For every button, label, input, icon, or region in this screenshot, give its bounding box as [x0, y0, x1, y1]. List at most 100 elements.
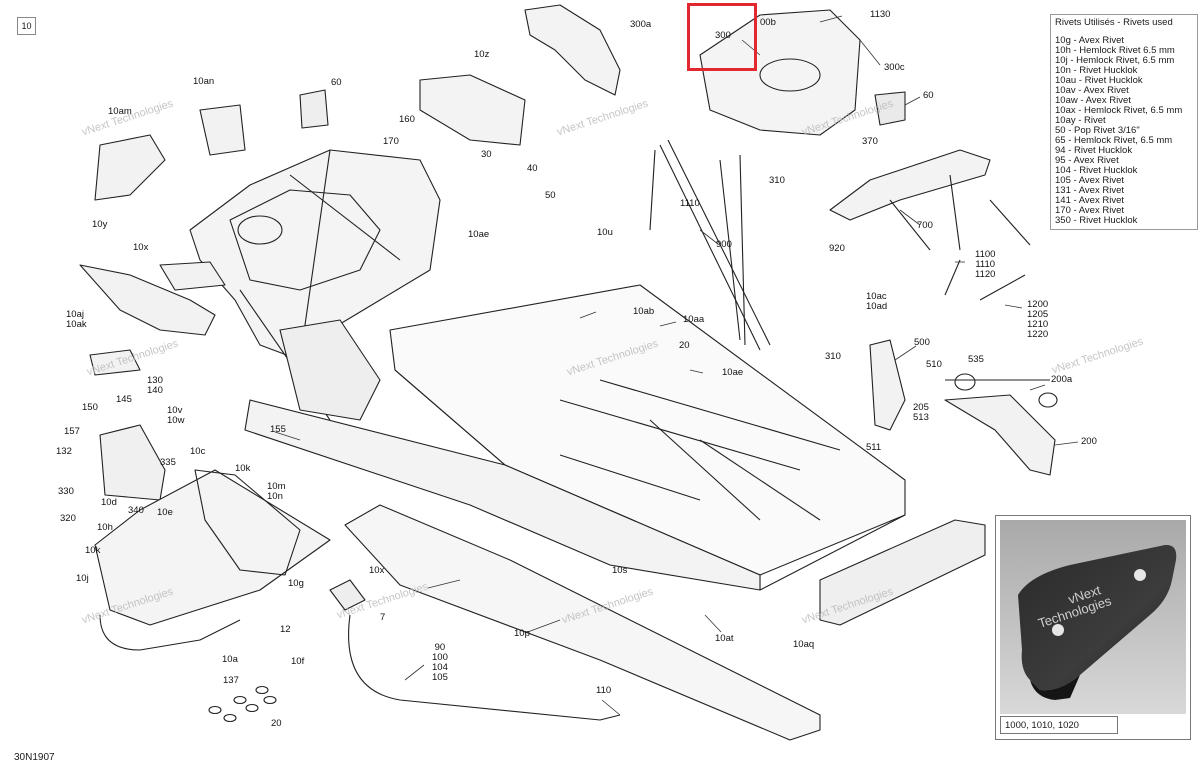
callout-170[interactable]: 170 — [383, 136, 399, 147]
callout-10e[interactable]: 10e — [157, 507, 173, 518]
callout-310-rear[interactable]: 310 — [825, 351, 841, 362]
callout-150[interactable]: 150 — [82, 402, 98, 413]
rivet-legend-item: 350 - Rivet Hucklok — [1055, 215, 1138, 226]
callout-10h[interactable]: 10h — [97, 522, 113, 533]
callout-10f[interactable]: 10f — [291, 656, 305, 667]
callout-10s[interactable]: 10s — [612, 565, 628, 576]
callout-50[interactable]: 50 — [545, 190, 556, 201]
highlighted-part-300[interactable]: 300 — [687, 3, 757, 71]
callout-10a[interactable]: 10a — [222, 654, 238, 665]
rear-arms — [869, 339, 1058, 476]
callout-10ad[interactable]: 10ad — [866, 301, 888, 312]
callout-10w[interactable]: 10w — [167, 415, 185, 426]
callout-510[interactable]: 510 — [926, 359, 942, 370]
callout-10x-lower[interactable]: 10x — [369, 565, 385, 576]
callout-10at[interactable]: 10at — [715, 633, 734, 644]
callout-10y[interactable]: 10y — [92, 219, 108, 230]
callout-200a[interactable]: 200a — [1051, 374, 1073, 385]
inset-photo-panel: vNext Technologies 1000, 1010, 1020 — [995, 515, 1191, 740]
callout-10m[interactable]: 10m — [267, 481, 286, 492]
callout-10x[interactable]: 10x — [133, 242, 149, 253]
callout-10n[interactable]: 10n — [267, 491, 283, 502]
callout-145[interactable]: 145 — [116, 394, 132, 405]
rivet-legend-item: 50 - Pop Rivet 3/16" — [1055, 125, 1140, 136]
callout-10ae[interactable]: 10ae — [468, 229, 490, 240]
rivet-legend-item: 10ay - Rivet — [1055, 115, 1106, 126]
callout-10z[interactable]: 10z — [474, 49, 490, 60]
callout-920[interactable]: 920 — [829, 243, 845, 254]
figure-id: 30N1907 — [14, 752, 55, 763]
callout-10am[interactable]: 10am — [108, 106, 132, 117]
callout-10p[interactable]: 10p — [514, 628, 530, 639]
callout-513[interactable]: 513 — [913, 412, 929, 423]
callout-10v[interactable]: 10v — [167, 405, 183, 416]
callout-10d[interactable]: 10d — [101, 497, 117, 508]
callout-340[interactable]: 340 — [128, 505, 144, 516]
callout-1200[interactable]: 1200 1205 1210 1220 — [1027, 299, 1049, 340]
rivet-legend-item: 95 - Avex Rivet — [1055, 155, 1119, 166]
callout-7[interactable]: 7 — [380, 612, 386, 623]
callout-137[interactable]: 137 — [223, 675, 239, 686]
rivet-legend-item: 10g - Avex Rivet — [1055, 35, 1125, 46]
callout-30[interactable]: 30 — [481, 149, 492, 160]
callout-900[interactable]: 900 — [716, 239, 732, 250]
callout-10j[interactable]: 10j — [76, 573, 89, 584]
left-brackets — [79, 74, 526, 501]
callout-110[interactable]: 110 — [596, 685, 612, 696]
callout-10c[interactable]: 10c — [190, 446, 206, 457]
callout-300a[interactable]: 300a — [630, 19, 652, 30]
callout-10ak[interactable]: 10ak — [66, 319, 87, 330]
callout-140[interactable]: 140 — [147, 385, 163, 396]
callout-300[interactable]: 300 — [715, 30, 731, 41]
callout-00b[interactable]: 00b — [760, 17, 776, 28]
callout-1130[interactable]: 1130 — [870, 9, 891, 20]
callout-40[interactable]: 40 — [527, 163, 538, 174]
callout-205[interactable]: 205 — [913, 402, 929, 413]
callout-10u[interactable]: 10u — [597, 227, 613, 238]
callout-90[interactable]: 90 100 104 105 — [432, 642, 448, 683]
callout-200[interactable]: 200 — [1081, 436, 1097, 447]
callout-1100[interactable]: 1100 1110 1120 — [975, 249, 996, 280]
callout-511[interactable]: 511 — [866, 442, 882, 453]
rivet-legend-item: 10au - Rivet Hucklok — [1055, 75, 1143, 86]
callout-330[interactable]: 330 — [58, 486, 74, 497]
callout-335[interactable]: 335 — [160, 457, 176, 468]
callout-10aj[interactable]: 10aj — [66, 309, 84, 320]
callout-60[interactable]: 60 — [923, 90, 934, 101]
callout-60-upper[interactable]: 60 — [331, 77, 342, 88]
rivet-legend-item: 170 - Avex Rivet — [1055, 205, 1125, 216]
rivet-legend-item: 105 - Avex Rivet — [1055, 175, 1125, 186]
inset-bracket-photo: vNext Technologies — [1000, 520, 1186, 714]
callout-12[interactable]: 12 — [280, 624, 291, 635]
lower-frame — [94, 469, 986, 741]
callout-10ab[interactable]: 10ab — [633, 306, 655, 317]
callout-157[interactable]: 157 — [64, 426, 80, 437]
callout-10ae-rear[interactable]: 10ae — [722, 367, 744, 378]
callout-155[interactable]: 155 — [270, 424, 286, 435]
callout-20[interactable]: 20 — [679, 340, 690, 351]
callout-1110[interactable]: 1110 — [680, 198, 700, 209]
callout-10k[interactable]: 10k — [235, 463, 251, 474]
callout-132[interactable]: 132 — [56, 446, 72, 457]
callout-500[interactable]: 500 — [914, 337, 930, 348]
rivet-legend-item: 10ax - Hemlock Rivet, 6.5 mm — [1055, 105, 1183, 116]
callout-10k-lower[interactable]: 10k — [85, 545, 101, 556]
callout-160[interactable]: 160 — [399, 114, 415, 125]
callout-300c[interactable]: 300c — [884, 62, 905, 73]
rivet-legend-item: 10n - Rivet Hucklok — [1055, 65, 1138, 76]
callout-10ac[interactable]: 10ac — [866, 291, 887, 302]
callout-320[interactable]: 320 — [60, 513, 76, 524]
callout-535[interactable]: 535 — [968, 354, 984, 365]
callout-20-lower[interactable]: 20 — [271, 718, 282, 729]
callout-10aq[interactable]: 10aq — [793, 639, 815, 650]
callout-10g[interactable]: 10g — [288, 578, 304, 589]
callout-700[interactable]: 700 — [917, 220, 933, 231]
inset-caption: 1000, 1010, 1020 — [1000, 716, 1118, 734]
callout-10an[interactable]: 10an — [193, 76, 215, 87]
callout-130[interactable]: 130 — [147, 375, 163, 386]
callout-370[interactable]: 370 — [862, 136, 878, 147]
callout-310[interactable]: 310 — [769, 175, 785, 186]
callout-10aa[interactable]: 10aa — [683, 314, 705, 325]
